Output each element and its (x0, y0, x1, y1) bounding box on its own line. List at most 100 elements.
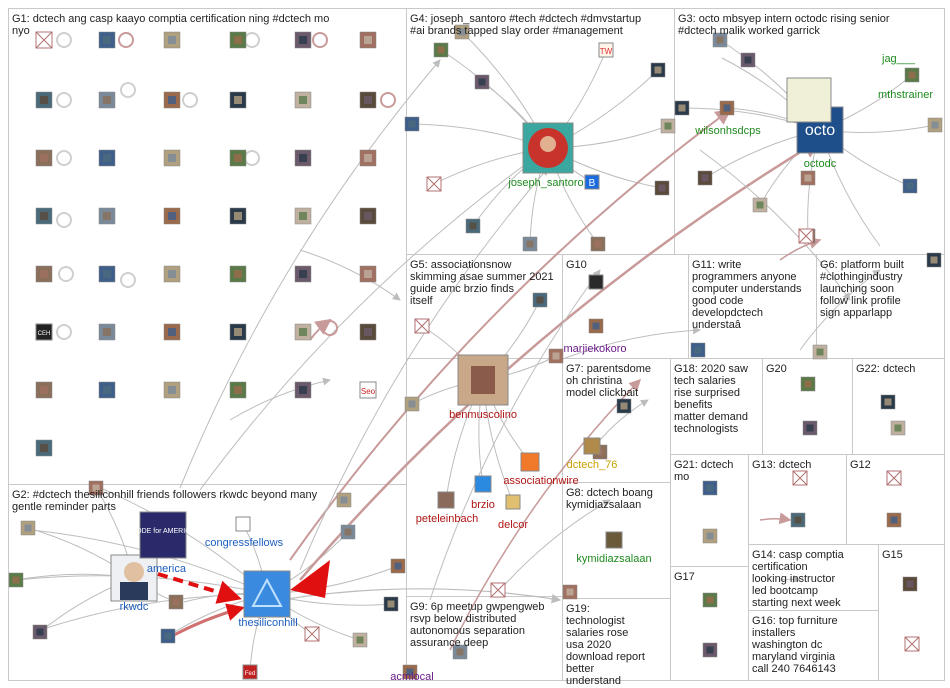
node[interactable] (294, 207, 312, 225)
node[interactable] (98, 207, 116, 225)
node[interactable] (229, 381, 247, 399)
node[interactable] (702, 480, 718, 496)
node[interactable] (690, 342, 706, 358)
node[interactable] (650, 62, 666, 78)
node[interactable] (798, 228, 814, 244)
node[interactable] (163, 265, 181, 283)
node[interactable] (294, 323, 312, 341)
node-kymidiazsalaan[interactable] (605, 531, 623, 549)
node[interactable] (294, 31, 312, 49)
node[interactable] (800, 376, 816, 392)
node[interactable] (404, 396, 420, 412)
node[interactable] (433, 42, 449, 58)
node[interactable] (35, 149, 53, 167)
node[interactable] (163, 31, 181, 49)
node[interactable] (98, 323, 116, 341)
node-delcor[interactable] (505, 494, 521, 510)
node[interactable] (792, 470, 808, 486)
node[interactable] (590, 236, 606, 252)
node[interactable] (452, 644, 468, 660)
node[interactable] (712, 32, 728, 48)
node[interactable] (352, 632, 368, 648)
node-seo[interactable]: Seo (359, 381, 377, 399)
node[interactable] (340, 524, 356, 540)
node-rkwdc[interactable] (110, 554, 158, 602)
node[interactable] (35, 91, 53, 109)
node-thesiliconhill[interactable] (243, 570, 291, 618)
node[interactable] (674, 100, 690, 116)
node[interactable] (880, 394, 896, 410)
node[interactable] (294, 381, 312, 399)
node[interactable] (454, 24, 470, 40)
node-congressfellows[interactable] (235, 516, 251, 532)
node[interactable] (35, 31, 53, 49)
node[interactable] (32, 624, 48, 640)
node[interactable] (359, 207, 377, 225)
node[interactable] (229, 323, 247, 341)
node[interactable] (98, 149, 116, 167)
node[interactable] (304, 626, 320, 642)
node[interactable] (35, 381, 53, 399)
node[interactable] (229, 91, 247, 109)
node[interactable] (702, 642, 718, 658)
node[interactable] (383, 596, 399, 612)
node[interactable] (8, 572, 24, 588)
node[interactable] (790, 512, 806, 528)
node[interactable] (490, 582, 506, 598)
node[interactable] (522, 236, 538, 252)
node[interactable] (229, 207, 247, 225)
node[interactable] (35, 207, 53, 225)
node[interactable] (904, 67, 920, 83)
node[interactable] (229, 149, 247, 167)
node[interactable] (926, 252, 942, 268)
node[interactable] (98, 265, 116, 283)
node[interactable] (660, 118, 676, 134)
node[interactable] (902, 576, 918, 592)
node[interactable] (654, 180, 670, 196)
node[interactable] (740, 52, 756, 68)
node[interactable] (163, 91, 181, 109)
node[interactable] (35, 439, 53, 457)
node[interactable] (414, 318, 430, 334)
node-joseph_santoro[interactable] (522, 122, 574, 174)
node[interactable] (616, 398, 632, 414)
node[interactable] (359, 265, 377, 283)
node[interactable] (294, 91, 312, 109)
node[interactable] (886, 512, 902, 528)
node[interactable] (229, 265, 247, 283)
node[interactable] (35, 265, 53, 283)
node[interactable] (390, 558, 406, 574)
node[interactable] (88, 480, 104, 496)
node[interactable] (294, 149, 312, 167)
node[interactable] (163, 207, 181, 225)
node[interactable] (702, 592, 718, 608)
node[interactable] (426, 176, 442, 192)
node[interactable] (294, 265, 312, 283)
node-marjiekokoro-avatar[interactable] (588, 274, 604, 290)
node-benmuscolino[interactable] (457, 354, 509, 406)
node[interactable] (719, 100, 735, 116)
node[interactable] (163, 323, 181, 341)
node-associationwire[interactable] (520, 452, 540, 472)
node-peteleinbach[interactable] (437, 491, 455, 509)
node-brzio[interactable] (474, 475, 492, 493)
node[interactable] (904, 636, 920, 652)
node[interactable] (98, 91, 116, 109)
node[interactable] (548, 348, 564, 364)
node-tw[interactable]: TW (598, 42, 614, 58)
node[interactable] (359, 91, 377, 109)
node[interactable] (752, 197, 768, 213)
node-b[interactable]: B (584, 174, 600, 190)
node[interactable] (359, 149, 377, 167)
node[interactable] (98, 31, 116, 49)
node[interactable] (465, 218, 481, 234)
node[interactable] (702, 528, 718, 544)
node-dctech_76[interactable] (583, 437, 601, 455)
node[interactable] (402, 664, 418, 680)
node[interactable] (474, 74, 490, 90)
node[interactable] (886, 470, 902, 486)
node[interactable] (562, 584, 578, 600)
node-fed[interactable]: Fed (242, 664, 258, 680)
node[interactable] (160, 628, 176, 644)
node-octo-anniversary[interactable] (786, 77, 832, 123)
